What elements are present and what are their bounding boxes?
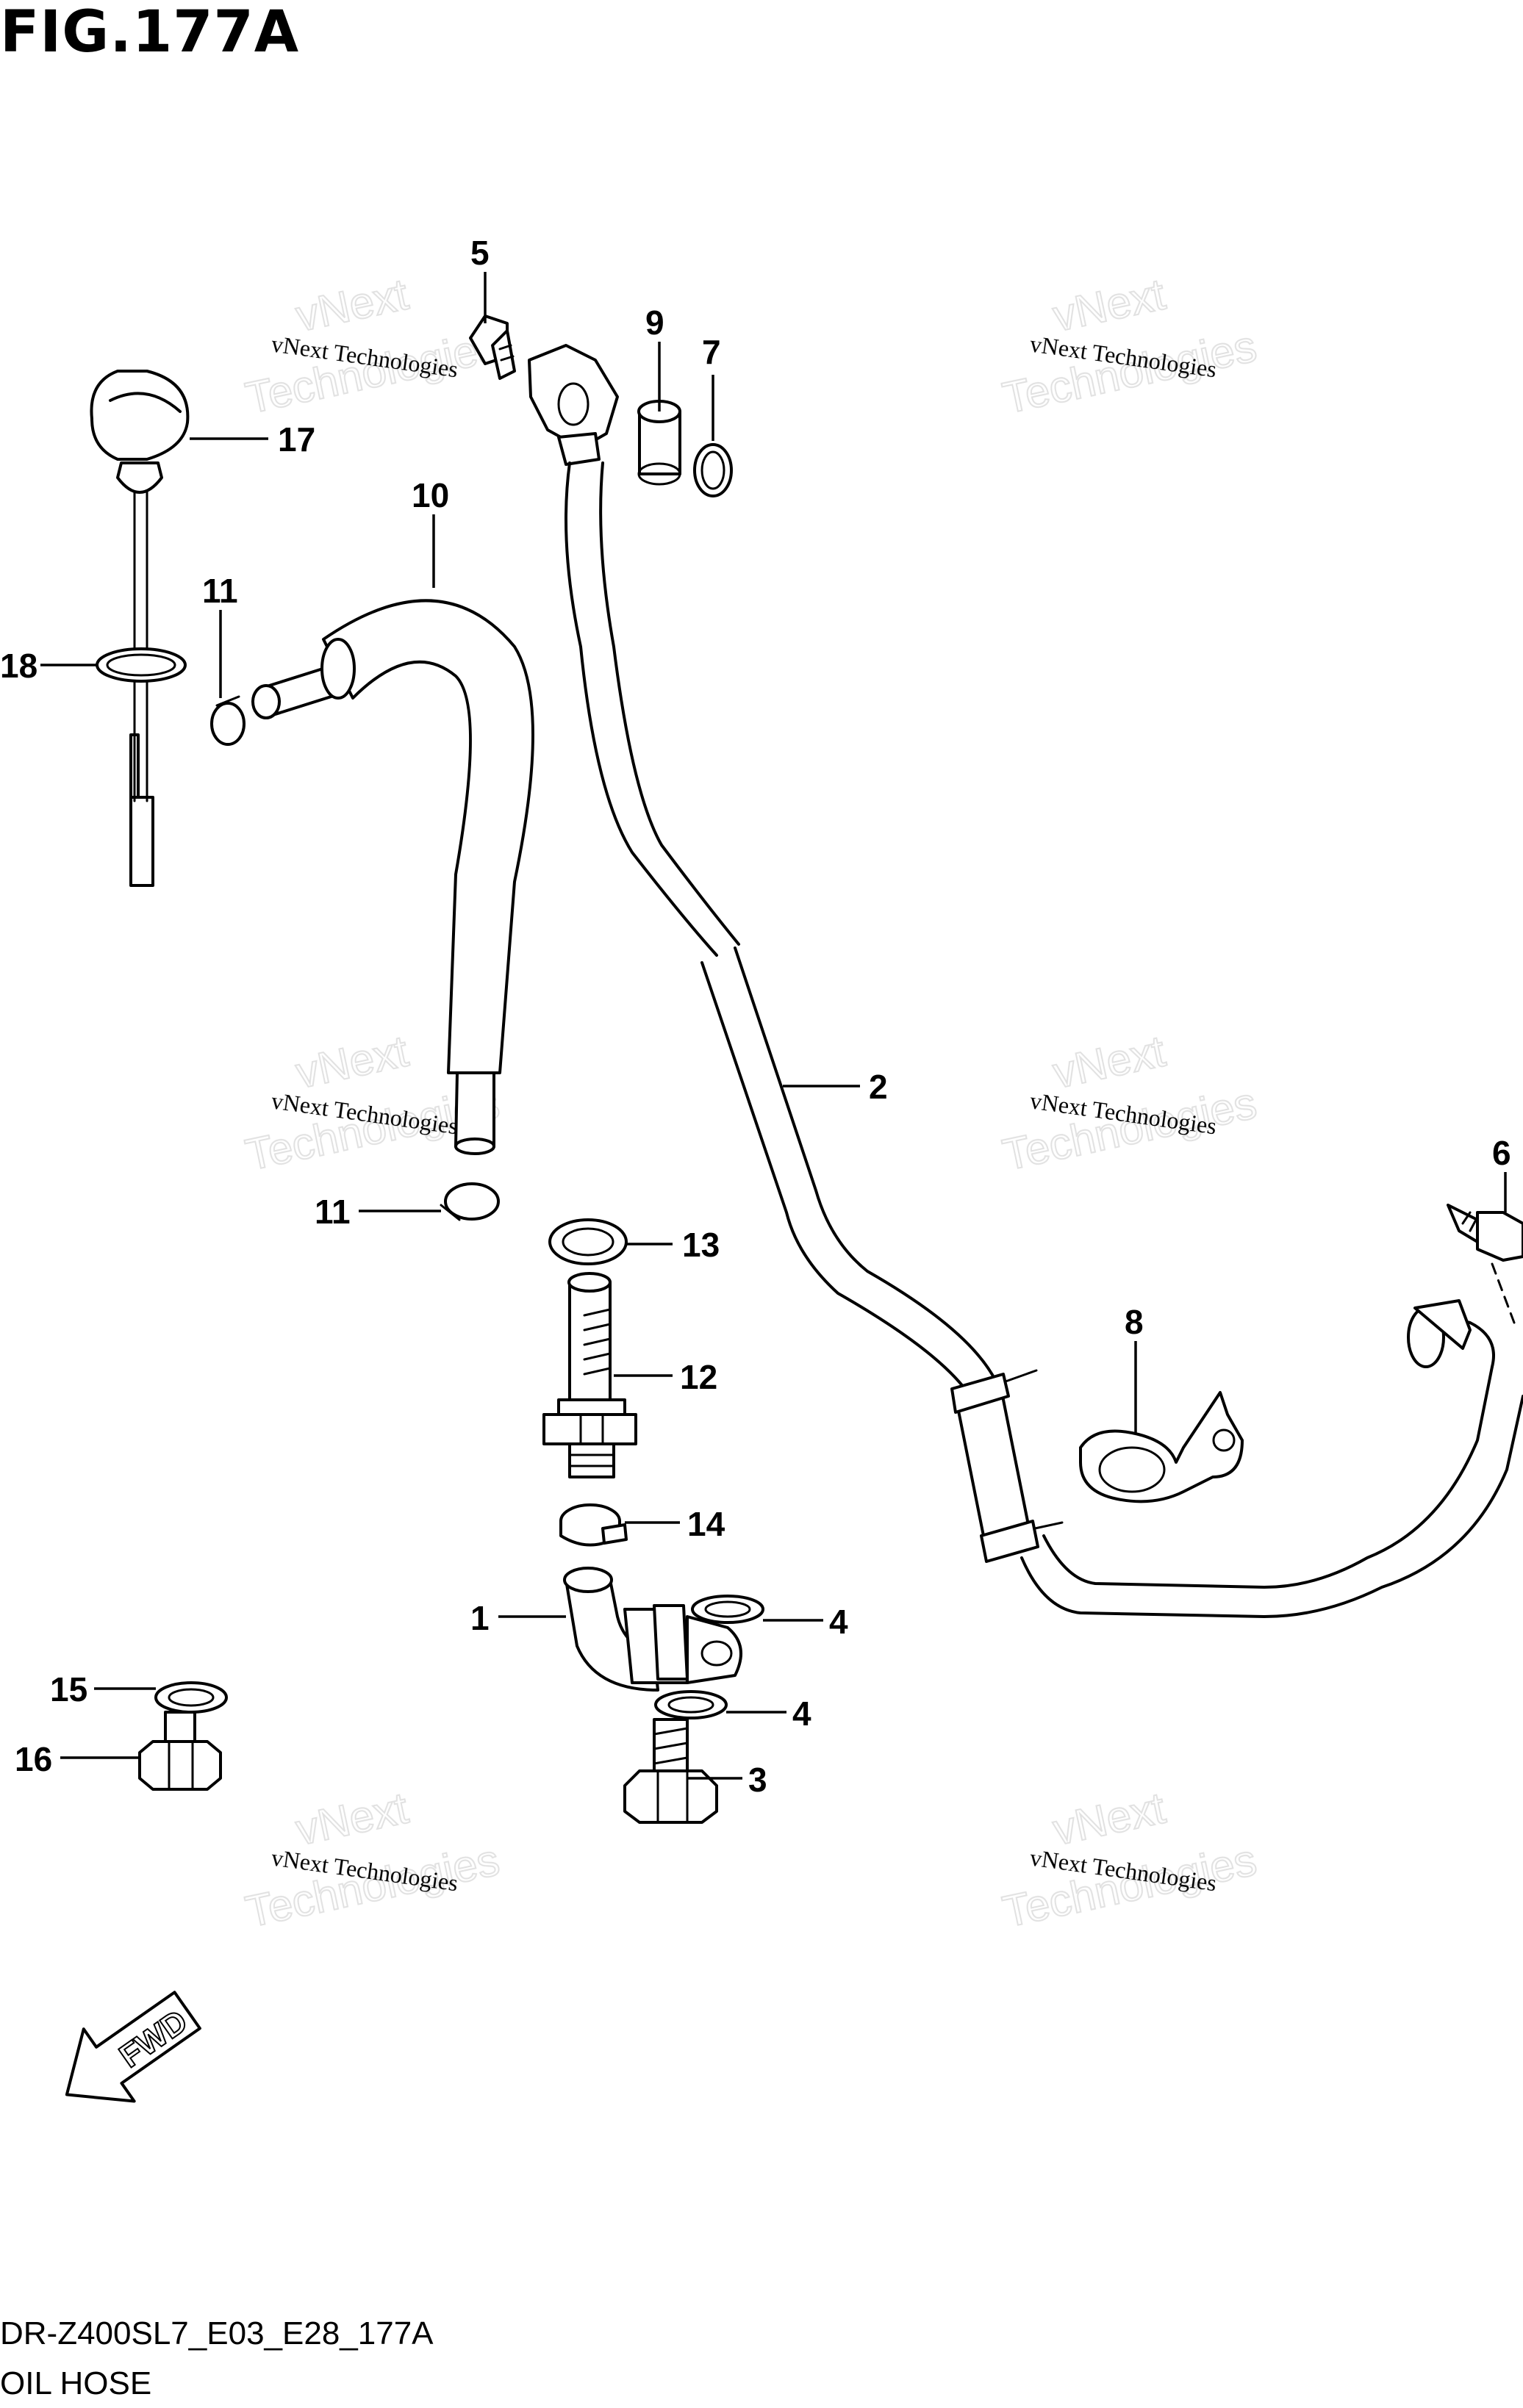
part-oil-hose-2 [565,461,1523,1618]
part-oil-filler-cap-dipstick [90,370,190,887]
part-washer-4-upper [691,1595,764,1624]
part-gasket-18 [154,1681,228,1714]
part-union-bolt-3 [623,1718,718,1824]
watermark-small: vNext Technologies vNext Technologies vN… [270,330,1218,1896]
figure-caption: OIL HOSE [0,2365,151,2401]
figure-title: FIG.177A [0,0,299,65]
callout-13: 13 [682,1226,720,1264]
callout-3: 3 [748,1761,767,1799]
callout-14: 14 [687,1505,725,1543]
watermark-line1: vNext [292,270,412,341]
callout-12: 12 [680,1358,717,1396]
part-breather-hose-10 [251,599,534,1155]
part-clip-lower [440,1182,500,1221]
callout-15: 17 [278,420,315,459]
watermark-line1: vNext [1049,1027,1169,1098]
watermark-line1: vNext [1049,270,1169,341]
part-collar-9 [637,400,681,486]
callout-7: 7 [702,333,721,371]
figure-code: DR-Z400SL7_E03_E28_177A [0,2315,434,2351]
callout-8: 8 [1125,1303,1144,1341]
callout-11-lower: 11 [315,1193,351,1231]
callout-9: 9 [645,303,664,342]
part-oil-hose-1 [563,1567,742,1692]
part-washer-4-lower [654,1690,728,1719]
part-bolt-6 [1447,1204,1523,1324]
callout-5: 5 [470,234,490,272]
part-banjo-fitting-top [528,344,619,466]
callout-4-lower: 4 [792,1694,811,1733]
part-gasket-13 [548,1218,628,1265]
callout-17: 16 [15,1740,52,1778]
callouts: 5 9 7 17 10 11 18 2 6 11 13 8 12 [0,234,1511,1799]
part-bolt-5 [469,315,516,380]
callout-11-upper: 11 [202,572,238,610]
part-union-bolt-12 [542,1272,637,1478]
part-o-ring-7 [693,443,733,497]
watermark-line1: vNext [292,1027,412,1098]
callout-1: 1 [470,1599,490,1637]
watermark-line1: vNext [292,1783,412,1855]
callout-16: 18 [0,647,37,685]
callout-4-upper: 4 [829,1603,848,1641]
watermark: vNext Technologies vNext Technologies vN… [241,269,1262,1938]
part-clip-upper [210,695,246,746]
watermark-line1: vNext [1049,1783,1169,1855]
callout-2: 2 [869,1068,888,1106]
fwd-arrow: FWD [65,1991,201,2103]
part-drain-bolt-17 [138,1711,222,1791]
callout-18: 15 [50,1670,87,1708]
part-hose-clamp-14 [559,1503,628,1547]
callout-10: 10 [412,476,449,514]
callout-6: 6 [1492,1134,1511,1172]
part-clamp-bracket-8 [1079,1391,1244,1503]
